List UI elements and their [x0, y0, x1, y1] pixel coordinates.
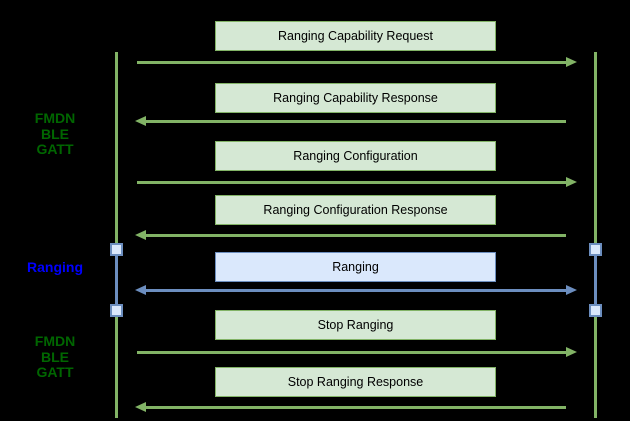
- right-lifeline-ranging-segment: [594, 249, 597, 310]
- message-box-ranging-configuration: Ranging Configuration: [215, 141, 496, 171]
- arrow-left: [135, 230, 566, 240]
- arrow-left: [135, 116, 566, 126]
- phase-label-ranging: Ranging: [27, 259, 83, 275]
- message-box-ranging-capability-response: Ranging Capability Response: [215, 83, 496, 113]
- arrow-right: [137, 57, 577, 67]
- activation-marker: [110, 243, 123, 256]
- left-lifeline-ranging-segment: [115, 249, 118, 310]
- message-box-ranging-configuration-response: Ranging Configuration Response: [215, 195, 496, 225]
- phase-label-fmdn-ble-gatt: FMDN BLE GATT: [34, 110, 76, 157]
- message-box-stop-ranging-response: Stop Ranging Response: [215, 367, 496, 397]
- message-box-stop-ranging: Stop Ranging: [215, 310, 496, 340]
- message-box-ranging-capability-request: Ranging Capability Request: [215, 21, 496, 51]
- activation-marker: [589, 243, 602, 256]
- activation-marker: [589, 304, 602, 317]
- activation-marker: [110, 304, 123, 317]
- arrow-right: [137, 347, 577, 357]
- right-lifeline: [594, 52, 597, 418]
- arrow-right: [137, 177, 577, 187]
- phase-label-fmdn-ble-gatt: FMDN BLE GATT: [34, 333, 76, 380]
- left-lifeline: [115, 52, 118, 418]
- arrow-left: [135, 402, 566, 412]
- arrow-bidirectional: [135, 285, 577, 295]
- message-box-ranging: Ranging: [215, 252, 496, 282]
